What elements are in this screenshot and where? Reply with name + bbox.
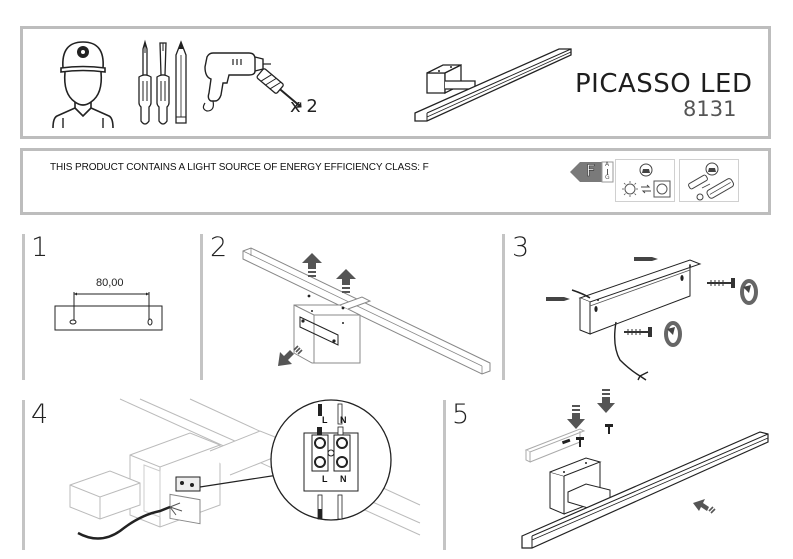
step-1-hole-distance: 80,00 (96, 277, 124, 289)
step-1-mounting-plate-drawing (54, 292, 163, 331)
step-2-number: 2 (210, 232, 228, 263)
step-5-arrow-push-icon (693, 499, 716, 514)
step-3-rotate-icon (664, 321, 682, 347)
step-3-wall-plug-icon (634, 257, 658, 261)
installer-helmet-icon (52, 41, 114, 129)
terminal-label-neutral-bottom: N (340, 474, 347, 484)
step-2-arrow-up-icon (302, 253, 322, 277)
step-3-screw-icon (707, 278, 735, 288)
lamp-product-illustration (414, 48, 572, 122)
pencil-icon (175, 40, 187, 124)
terminal-label-neutral-top: N (340, 415, 347, 425)
step-5-attach-lamp-drawing (521, 428, 769, 549)
step-5-arrow-down-icon (567, 405, 585, 429)
step-2-divider (200, 234, 203, 380)
step-2-remove-plate-drawing (242, 247, 491, 375)
step-5-screw-icon (605, 424, 613, 434)
step-4-number: 4 (31, 399, 49, 430)
step-1-number: 1 (31, 232, 49, 263)
led-replaceable-icon-box (615, 159, 675, 202)
energy-panel: THIS PRODUCT CONTAINS A LIGHT SOURCE OF … (20, 148, 771, 215)
step-4-wiring-drawing (69, 398, 421, 540)
step-5-number: 5 (452, 399, 470, 430)
energy-scale-bottom: G (605, 174, 610, 181)
step-2-arrow-up-icon (336, 269, 356, 293)
product-name: PICASSO LED (575, 69, 753, 99)
terminal-label-live-top: L (322, 415, 328, 425)
step-5-screw-icon (576, 437, 584, 447)
step-4-divider (22, 400, 25, 550)
step-4-terminal-detail-zoom (270, 399, 392, 521)
energy-class-letter: F (586, 161, 596, 180)
energy-class-badge: F A G (570, 160, 614, 184)
plug-quantity-label: x 2 (290, 96, 318, 117)
energy-arrow-icon (570, 161, 614, 183)
led-replaceable-by-professional-icon (622, 163, 671, 198)
product-code: 8131 (683, 97, 737, 121)
drill-icon (202, 52, 271, 112)
header-panel: x 2 PICASSO LED 8131 (20, 26, 771, 139)
step-5-arrow-down-icon (597, 389, 615, 413)
step-3-rotate-icon (740, 279, 758, 305)
step-2-right-divider (502, 234, 505, 380)
step-5-divider (443, 400, 446, 550)
energy-class-statement: THIS PRODUCT CONTAINS A LIGHT SOURCE OF … (50, 162, 429, 173)
wall-plug-screw-icon (256, 68, 302, 108)
step-1-divider (22, 234, 25, 380)
phillips-screwdriver-icon (138, 39, 152, 125)
control-gear-replaceable-by-professional-icon (688, 162, 735, 201)
step-3-number: 3 (512, 232, 530, 263)
flat-screwdriver-icon (156, 42, 170, 125)
step-3-fix-plate-drawing (571, 259, 702, 381)
step-2-arrow-out-icon (278, 345, 303, 366)
terminal-label-live-bottom: L (322, 474, 328, 484)
control-gear-replaceable-icon-box (679, 159, 739, 202)
step-3-wall-plug-icon (546, 297, 570, 301)
energy-scale-top: A (605, 161, 610, 168)
step-3-screw-icon (624, 327, 652, 337)
